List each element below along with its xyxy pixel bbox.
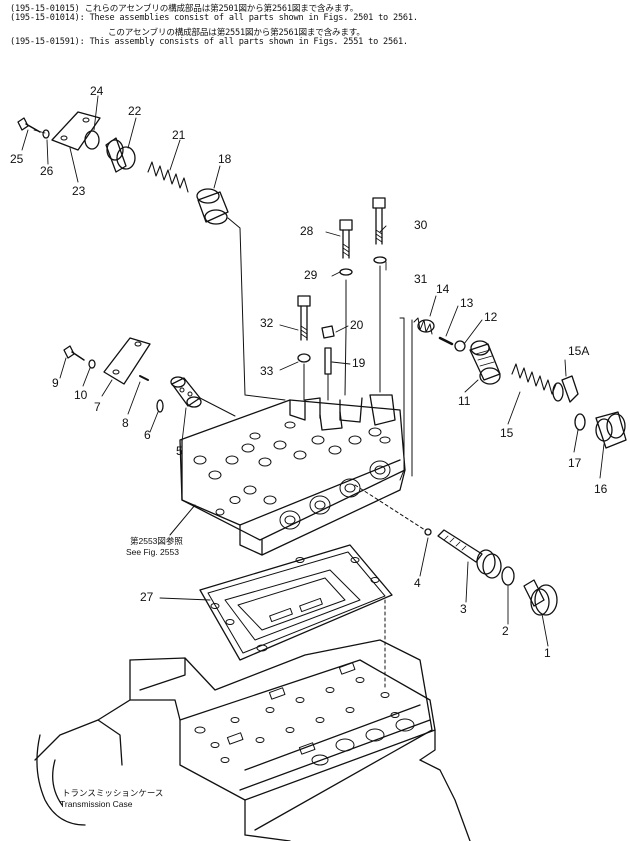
callout-32: 32	[260, 316, 274, 330]
transmission-case-drawing	[34, 599, 471, 841]
see-fig-note-jp: 第2553図参照	[130, 536, 183, 546]
callout-21: 21	[172, 128, 186, 142]
callout-9: 9	[52, 376, 59, 390]
parts-5-10-drawing	[63, 337, 236, 417]
callout-15a: 15A	[568, 344, 590, 358]
callout-30: 30	[414, 218, 428, 232]
header-line-3: このアセンブリの構成部品は第2551図から第2561図まで含みます。	[108, 28, 365, 38]
parts-1-4-drawing	[424, 528, 558, 616]
callout-8: 8	[122, 416, 129, 430]
callout-24: 24	[90, 84, 104, 98]
callout-leaders	[21, 95, 605, 647]
parts-21-26-drawing	[17, 111, 189, 193]
callout-14: 14	[436, 282, 450, 296]
callout-1: 1	[544, 646, 551, 660]
callout-27: 27	[140, 590, 154, 604]
callout-4: 4	[414, 576, 421, 590]
callout-28: 28	[300, 224, 314, 238]
callout-2: 2	[502, 624, 509, 638]
callout-18: 18	[218, 152, 232, 166]
callout-26: 26	[40, 164, 54, 178]
bolts-28-33-drawing	[297, 197, 387, 401]
transmission-case-note-en: Transmission Case	[60, 799, 133, 809]
callout-3: 3	[460, 602, 467, 616]
see-fig-note-en: See Fig. 2553	[126, 547, 179, 557]
callout-31: 31	[414, 272, 428, 286]
part-18-drawing	[196, 188, 229, 225]
callout-11: 11	[458, 394, 471, 408]
callout-25: 25	[10, 152, 24, 166]
transmission-case-note-jp: トランスミッションケース	[62, 788, 164, 798]
callout-7: 7	[94, 400, 101, 414]
callout-19: 19	[352, 356, 366, 370]
valve-body-drawing	[169, 217, 426, 556]
header-line-1: (195-15-01015) これらのアセンブリの構成部品は第2501図から第2…	[10, 4, 359, 14]
callout-16: 16	[594, 482, 608, 496]
callout-10: 10	[74, 388, 88, 402]
callout-13: 13	[460, 296, 474, 310]
header-line-2: (195-15-01014): These assemblies consist…	[10, 13, 418, 23]
callout-29: 29	[304, 268, 318, 282]
gasket-drawing	[199, 544, 393, 661]
header-line-4: (195-15-01591): This assembly consists o…	[10, 37, 408, 47]
callout-5: 5	[176, 444, 183, 458]
callout-23: 23	[72, 184, 86, 198]
callout-20: 20	[350, 318, 364, 332]
callout-22: 22	[128, 104, 142, 118]
callout-15: 15	[500, 426, 514, 440]
callout-6: 6	[144, 428, 151, 442]
parts-11-17-drawing	[413, 317, 627, 449]
callout-33: 33	[260, 364, 274, 378]
callout-12: 12	[484, 310, 498, 324]
callout-17: 17	[568, 456, 582, 470]
